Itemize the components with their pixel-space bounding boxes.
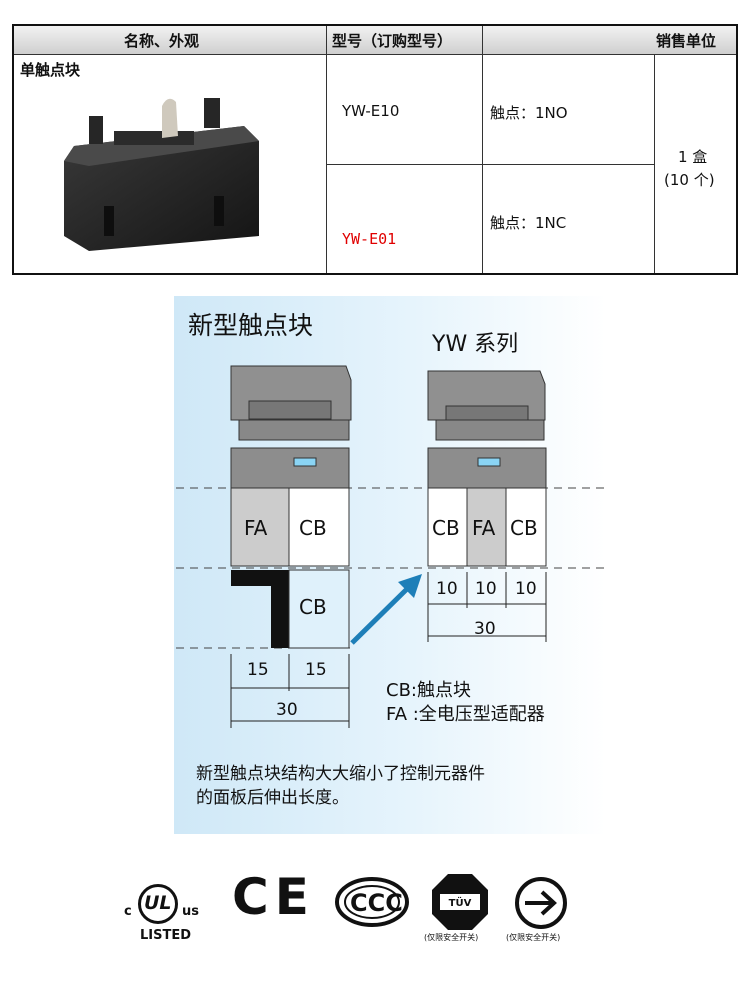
col-divider xyxy=(326,26,327,273)
left-fa-label: FA xyxy=(244,516,268,540)
description-line2: 的面板后伸出长度。 xyxy=(196,788,349,808)
legend-cb: CB:触点块 xyxy=(386,680,471,701)
ul-circle-icon xyxy=(138,884,178,924)
contact-row2: 触点：1NC xyxy=(490,214,567,232)
table-header: 名称、外观 型号（订购型号） 销售单位 xyxy=(14,26,736,55)
ul-listed-logo: c UL us LISTED xyxy=(124,872,216,948)
contact-row1: 触点：1NO xyxy=(490,104,568,122)
sales-unit-qty: 1 盒 xyxy=(678,148,708,166)
left-dim-total: 30 xyxy=(276,700,298,720)
tuv-logo: TÜV (仅限安全开关) xyxy=(424,872,496,952)
right-fa-label: FA xyxy=(472,516,496,540)
header-name: 名称、外观 xyxy=(124,32,200,50)
sales-unit-count: (10 个) xyxy=(664,171,715,189)
old-style-switch xyxy=(230,365,352,649)
contact-block-photo xyxy=(64,98,259,251)
left-cb-top-label: CB xyxy=(299,516,327,540)
row-divider xyxy=(326,164,654,165)
arrow-circle-icon xyxy=(515,877,567,929)
series-label: YW 系列 xyxy=(432,332,519,357)
product-name: 单触点块 xyxy=(20,61,81,79)
col-divider xyxy=(482,26,483,273)
tuv-note: (仅限安全开关) xyxy=(424,933,479,942)
tuv-octagon-icon: TÜV xyxy=(432,874,488,930)
yw-series-switch xyxy=(427,370,547,567)
right-cb1-label: CB xyxy=(432,516,460,540)
ce-mark-logo: CE xyxy=(232,868,315,926)
right-cb2-label: CB xyxy=(510,516,538,540)
ccc-logo-icon: CCC xyxy=(335,877,409,927)
description-line1: 新型触点块结构大大缩小了控制元器件 xyxy=(196,764,485,784)
model-row2: YW-E01 xyxy=(342,230,397,248)
arrow-mark-logo: (仅限安全开关) xyxy=(506,872,578,952)
right-dim-c: 10 xyxy=(515,579,537,599)
ul-c-mark: c xyxy=(124,904,132,919)
arrow-note: (仅限安全开关) xyxy=(506,933,561,942)
diagram-title: 新型触点块 xyxy=(188,311,314,340)
right-dim-total: 30 xyxy=(474,619,496,639)
left-dim-a: 15 xyxy=(247,660,269,680)
ccc-text: CCC xyxy=(350,889,403,917)
header-model: 型号（订购型号） xyxy=(332,32,453,50)
tuv-text: TÜV xyxy=(449,895,472,909)
ce-mark: CE xyxy=(232,868,315,926)
left-cb-bottom-label: CB xyxy=(299,595,327,619)
right-dim-a: 10 xyxy=(436,579,458,599)
model-row1: YW-E10 xyxy=(342,102,400,120)
product-table: 名称、外观 型号（订购型号） 销售单位 单触点块 YW-E10 触点：1NO Y… xyxy=(12,24,738,275)
header-unit: 销售单位 xyxy=(656,32,717,50)
ul-us-mark: us xyxy=(182,904,199,919)
ul-listed-text: LISTED xyxy=(140,928,192,943)
comparison-diagram xyxy=(176,365,604,728)
col-divider xyxy=(654,54,655,273)
ul-mark: UL xyxy=(144,892,172,914)
left-dim-b: 15 xyxy=(305,660,327,680)
diagram-panel: 新型触点块 YW 系列 xyxy=(174,296,606,834)
legend-fa: FA :全电压型适配器 xyxy=(386,704,545,725)
right-dim-b: 10 xyxy=(475,579,497,599)
